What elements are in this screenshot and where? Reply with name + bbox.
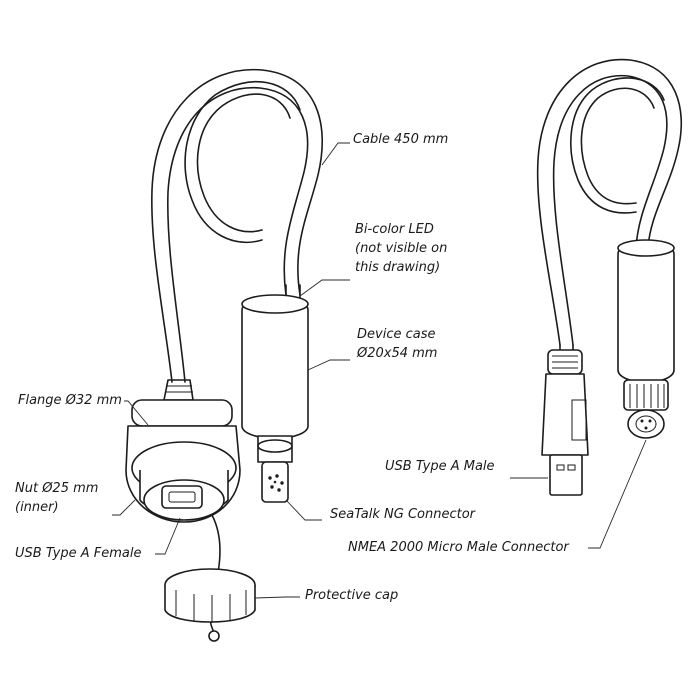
label-seatalk-ng-connector: SeaTalk NG Connector: [330, 507, 476, 522]
left-cable: [151, 68, 324, 383]
leader-lines: [112, 142, 647, 599]
label-nut: Nut Ø25 mm (inner): [15, 481, 99, 515]
label-usb-type-a-female: USB Type A Female: [15, 546, 142, 561]
left-assembly: [125, 68, 324, 642]
label-flange: Flange Ø32 mm: [18, 393, 122, 408]
left-flange: [125, 399, 241, 523]
label-device-case: Device case Ø20x54 mm: [357, 327, 438, 361]
label-bi-color-led: Bi-color LED (not visible on this drawin…: [355, 222, 448, 275]
label-protective-cap: Protective cap: [305, 588, 399, 603]
label-cable: Cable 450 mm: [353, 132, 449, 147]
right-cable: [536, 58, 682, 346]
left-device-case: [241, 294, 309, 503]
right-assembly: [536, 58, 682, 496]
label-nmea-2000-micro-male-connector: NMEA 2000 Micro Male Connector: [348, 540, 569, 555]
left-strain-relief: [163, 379, 194, 401]
right-device-case: [617, 239, 675, 439]
label-usb-type-a-male: USB Type A Male: [385, 459, 495, 474]
left-protective-cap: [164, 514, 256, 642]
right-usb-male: [541, 344, 589, 496]
